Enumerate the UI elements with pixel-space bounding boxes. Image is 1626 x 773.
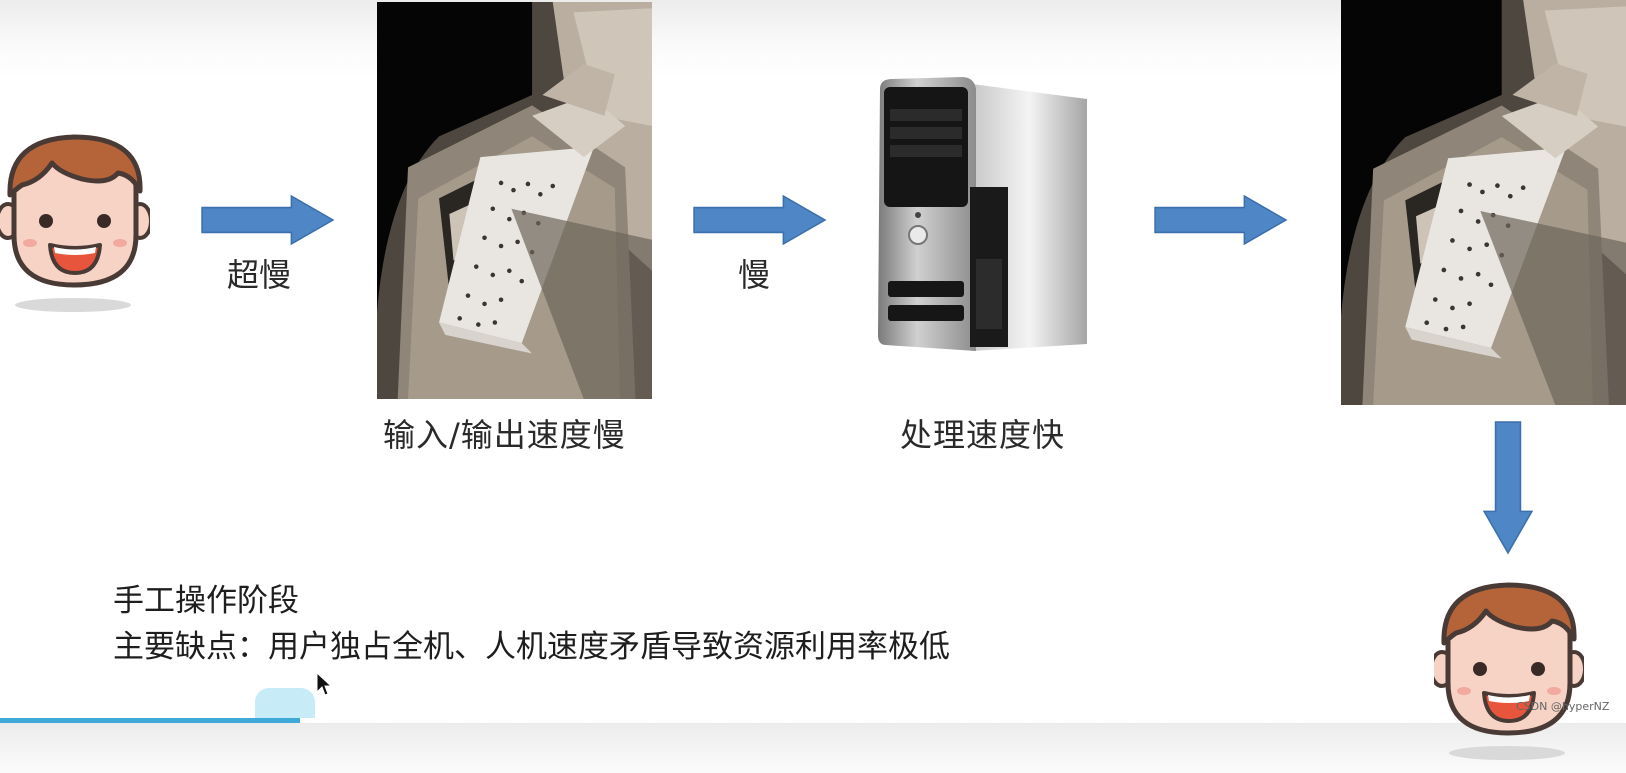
- tape-reader-image: [377, 2, 652, 399]
- caption-io-speed: 输入/输出速度慢: [383, 416, 626, 454]
- arrow-right-icon: [692, 194, 827, 246]
- punched-tape-reader-icon: [377, 2, 652, 399]
- punched-tape-reader-icon: [1341, 0, 1626, 405]
- stage-title: 手工操作阶段: [113, 583, 299, 619]
- main-drawback: 主要缺点：用户独占全机、人机速度矛盾导致资源利用率极低: [113, 629, 950, 665]
- tape-reader-image-output: [1341, 0, 1626, 405]
- arrow-label-slow: 慢: [738, 256, 771, 294]
- video-progress-bar[interactable]: [0, 718, 300, 723]
- mouse-cursor-icon: [316, 672, 332, 696]
- arrow-right-icon: [1153, 194, 1288, 246]
- user-face-icon: [0, 125, 150, 325]
- arrow-down-icon: [1482, 420, 1534, 555]
- tower-computer-icon: [872, 68, 1102, 360]
- arrow-label-super-slow: 超慢: [227, 256, 292, 294]
- watermark: CSDN @hyperNZ: [1516, 700, 1610, 713]
- arrow-right-icon: [200, 194, 335, 246]
- caption-cpu-speed: 处理速度快: [900, 416, 1066, 454]
- user-face-icon: [1434, 573, 1584, 773]
- progress-thumb[interactable]: [255, 688, 315, 718]
